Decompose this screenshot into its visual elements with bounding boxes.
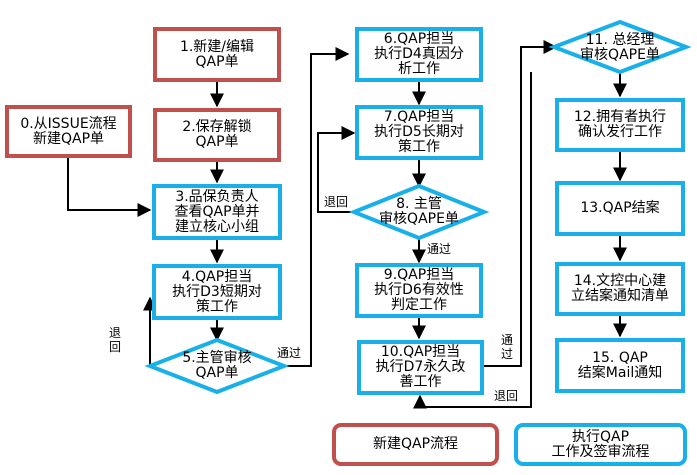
legend-exec-flow: 执行QAP 工作及签审流程 [514,423,687,466]
step-6-box: 6.QAP担当 执行D4真因分 析工作 [355,27,483,82]
return-label-11: 退回 [494,389,519,403]
return-label-5: 退 回 [109,326,122,354]
step-14-box: 14.文控中心建 立结案通知清单 [555,262,685,316]
decision-8-shape [348,183,490,241]
arrow-11-return-10 [413,72,532,409]
arrow-10-pass-11 [483,40,558,367]
decision-11-shape [548,19,692,75]
step-10-box: 10.QAP担当 执行D7永久改 善工作 [357,340,484,395]
decision-5-shape [144,337,290,395]
step-1-box: 1.新建/编辑 QAP单 [153,27,281,82]
step-7-box: 7.QAP担当 执行D5长期对 策工作 [355,105,483,160]
arrow-0-3 [67,158,152,217]
pass-label-5: 通过 [277,346,302,360]
step-9-box: 9.QAP担当 执行D6有效性 判定工作 [355,263,483,318]
legend-new-flow: 新建QAP流程 [332,423,499,466]
arrow-5-pass-6 [284,47,350,367]
step-15-box: 15. QAP 结案Mail通知 [555,338,685,393]
return-label-8: 退回 [324,195,349,209]
step-4-box: 4.QAP担当 执行D3短期对 策工作 [152,264,282,320]
step-13-box: 13.QAP结案 [555,181,685,236]
step-0-box: 0.从ISSUE流程 新建QAP单 [5,105,132,158]
pass-label-8: 通过 [427,242,452,256]
decision-8-label: 8. 主管 审核QAPE单 [379,196,459,227]
arrow-8-return-7 [317,126,356,213]
step-12-box: 12.拥有者执行 确认发行工作 [555,98,685,152]
step-3-box: 3.品保负责人 查看QAP单并 建立核心小组 [152,184,282,240]
decision-5-label: 5.主管审核 QAP单 [182,350,252,381]
pass-label-10: 通 过 [501,333,514,361]
step-2-box: 2.保存解锁 QAP单 [153,108,281,162]
decision-11-label: 11. 总经理 审核QAPE单 [580,32,660,63]
